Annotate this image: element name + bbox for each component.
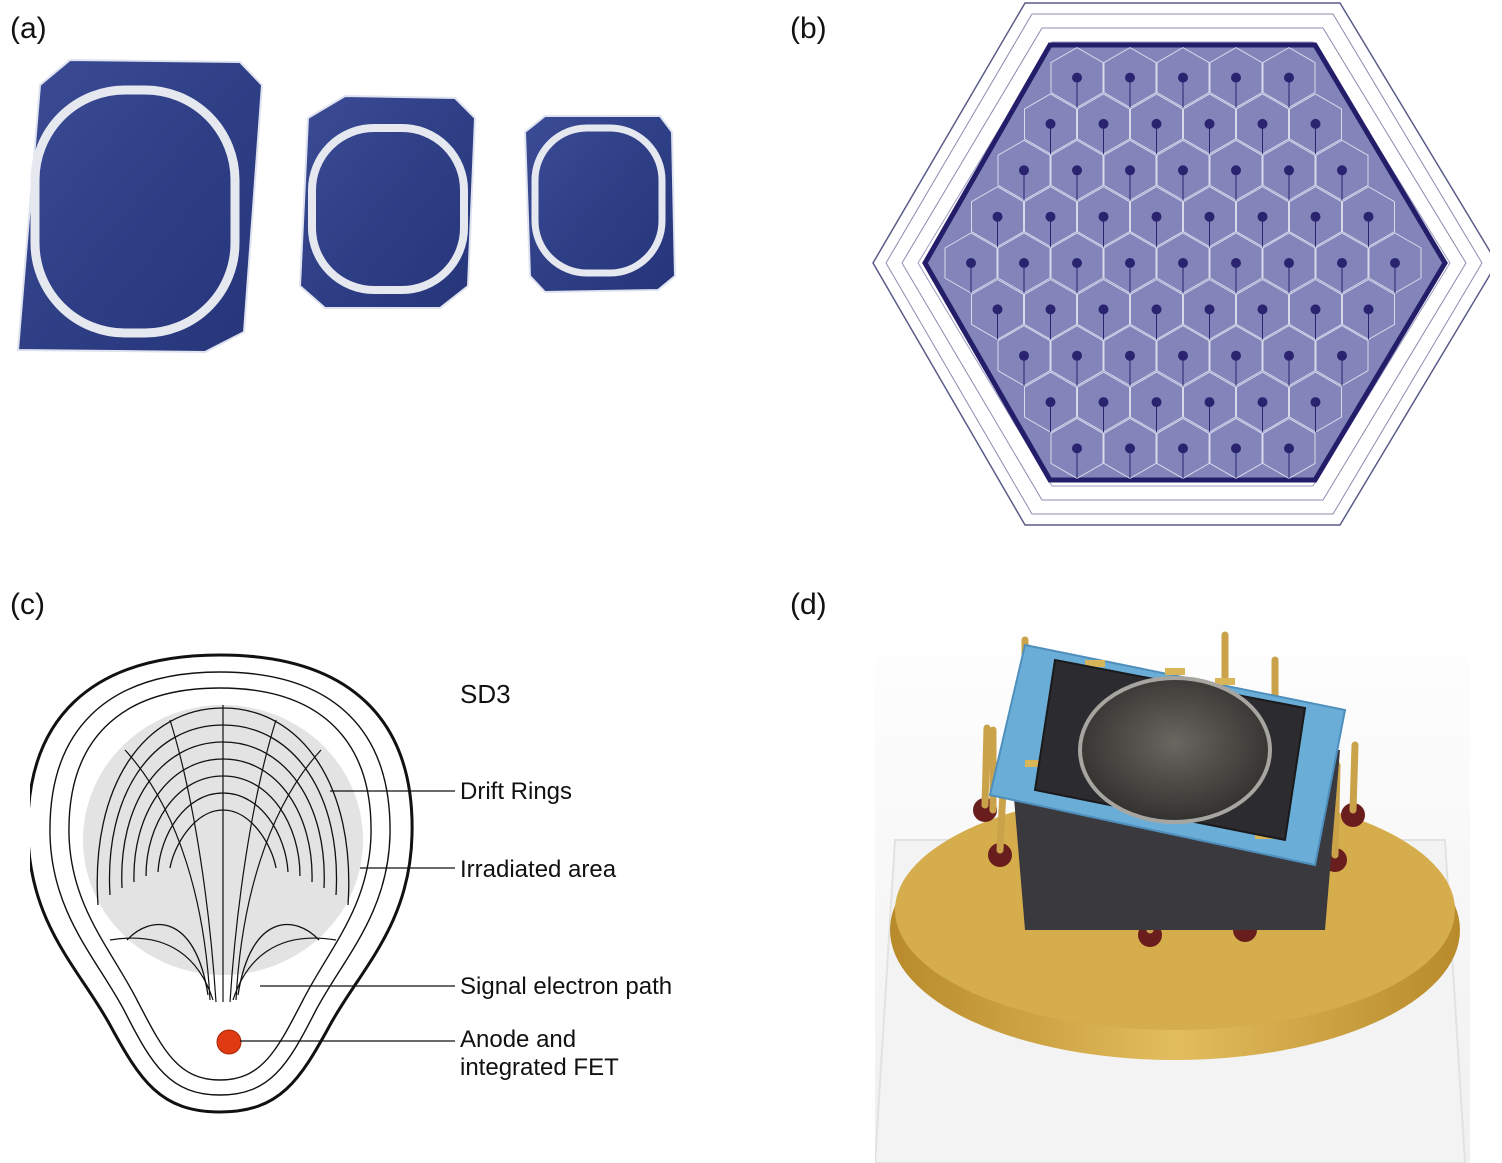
hex-cell [1183, 371, 1236, 433]
panel-label-d: (d) [790, 588, 827, 621]
hex-cell [1156, 47, 1210, 109]
panel-label-c: (c) [10, 588, 45, 621]
hex-cell [1289, 371, 1342, 433]
hex-cell [1262, 47, 1316, 109]
hex-cell [1130, 371, 1183, 433]
small-chip-ring [531, 124, 666, 277]
hex-cell [1077, 93, 1130, 155]
hex-cell [1183, 278, 1236, 340]
hex-cell [1077, 371, 1130, 433]
hex-cell-anode [1257, 118, 1268, 129]
packaged-detector-image [875, 600, 1470, 1163]
hex-cell [1024, 186, 1077, 248]
large-chip [16, 58, 264, 354]
hex-cell [971, 278, 1024, 340]
hex-cell [1236, 371, 1289, 433]
hex-cell [1130, 186, 1183, 248]
sensor-window [1078, 676, 1272, 824]
callout-signal-path: Signal electron path [460, 973, 673, 1000]
hex-cell [1050, 47, 1104, 109]
panel-d-packaged-detector-photo [875, 600, 1470, 1163]
hex-cell [1050, 232, 1104, 294]
hex-cell [1050, 325, 1104, 387]
hex-cell [1236, 186, 1289, 248]
hex-cell [1209, 232, 1263, 294]
hex-cell [1077, 278, 1130, 340]
hex-cell [1156, 139, 1210, 201]
hex-cell-anode [1098, 118, 1109, 129]
small-chip [523, 115, 677, 294]
hex-cell-anode [1310, 118, 1321, 129]
hex-cell [1209, 417, 1263, 479]
hex-cell [1103, 325, 1157, 387]
medium-chip-ring [308, 124, 468, 294]
hex-cell [1024, 93, 1077, 155]
hex-cell [1156, 325, 1210, 387]
callout-anode-line1: Anode and [460, 1026, 577, 1053]
panel-label-b: (b) [790, 12, 827, 45]
hex-cell [971, 186, 1024, 248]
hex-cell [1315, 232, 1369, 294]
hex-cell [1315, 325, 1369, 387]
hex-cell [1209, 47, 1263, 109]
hex-cell [1236, 278, 1289, 340]
hex-cell [1077, 186, 1130, 248]
hex-cell [1289, 93, 1342, 155]
hex-cell [1156, 417, 1210, 479]
panel-b-hex-array-layout [870, 0, 1490, 530]
hex-cell [1209, 139, 1263, 201]
leader-lines [240, 790, 455, 1042]
medium-chip [298, 94, 477, 309]
callout-drift-rings: Drift Rings [460, 778, 573, 805]
hex-cell [1209, 325, 1263, 387]
hex-cell [1342, 186, 1395, 248]
hex-cells [944, 47, 1422, 479]
anode-fet [216, 1029, 242, 1055]
hex-cell-anode [1151, 118, 1162, 129]
hex-cell [1103, 232, 1157, 294]
hex-cell [1289, 278, 1342, 340]
hex-cell [1342, 278, 1395, 340]
hex-cell [1368, 232, 1422, 294]
panel-label-a: (a) [10, 12, 47, 45]
hex-cell [997, 325, 1051, 387]
hex-cell [1315, 139, 1369, 201]
panel-a-sdd-chips-photo [0, 40, 700, 370]
hex-cell [1262, 139, 1316, 201]
hex-cell [997, 232, 1051, 294]
sd3-schematic [30, 653, 455, 1114]
hex-cell [1289, 186, 1342, 248]
hex-cell [1262, 232, 1316, 294]
hex-cell [1183, 93, 1236, 155]
hex-cell [997, 139, 1051, 201]
hex-cell [1024, 278, 1077, 340]
hex-cell [944, 232, 998, 294]
hex-cell [1050, 417, 1104, 479]
hex-cell [1156, 232, 1210, 294]
hex-cell [1183, 186, 1236, 248]
hex-cell [1103, 47, 1157, 109]
hex-cell-anode [1204, 118, 1215, 129]
hex-cell [1103, 139, 1157, 201]
hex-cell [1050, 139, 1104, 201]
signal-electron-paths [109, 705, 337, 1003]
callout-irradiated-area: Irradiated area [460, 856, 617, 883]
sd3-title: SD3 [460, 679, 511, 709]
hex-cell [1262, 417, 1316, 479]
large-chip-ring [30, 85, 240, 338]
callout-anode-line2: integrated FET [460, 1054, 619, 1081]
outer-hexagon [872, 2, 1490, 526]
hex-cell [1130, 93, 1183, 155]
hex-cell [1236, 93, 1289, 155]
hex-cell-anode [1045, 118, 1056, 129]
hex-cell [1262, 325, 1316, 387]
hex-array-image [872, 2, 1490, 526]
hex-cell [1024, 371, 1077, 433]
panel-c-sd3-schematic [30, 650, 470, 1120]
sdd-chips-image [16, 58, 677, 354]
hex-cell [1130, 278, 1183, 340]
hex-cell [1103, 417, 1157, 479]
